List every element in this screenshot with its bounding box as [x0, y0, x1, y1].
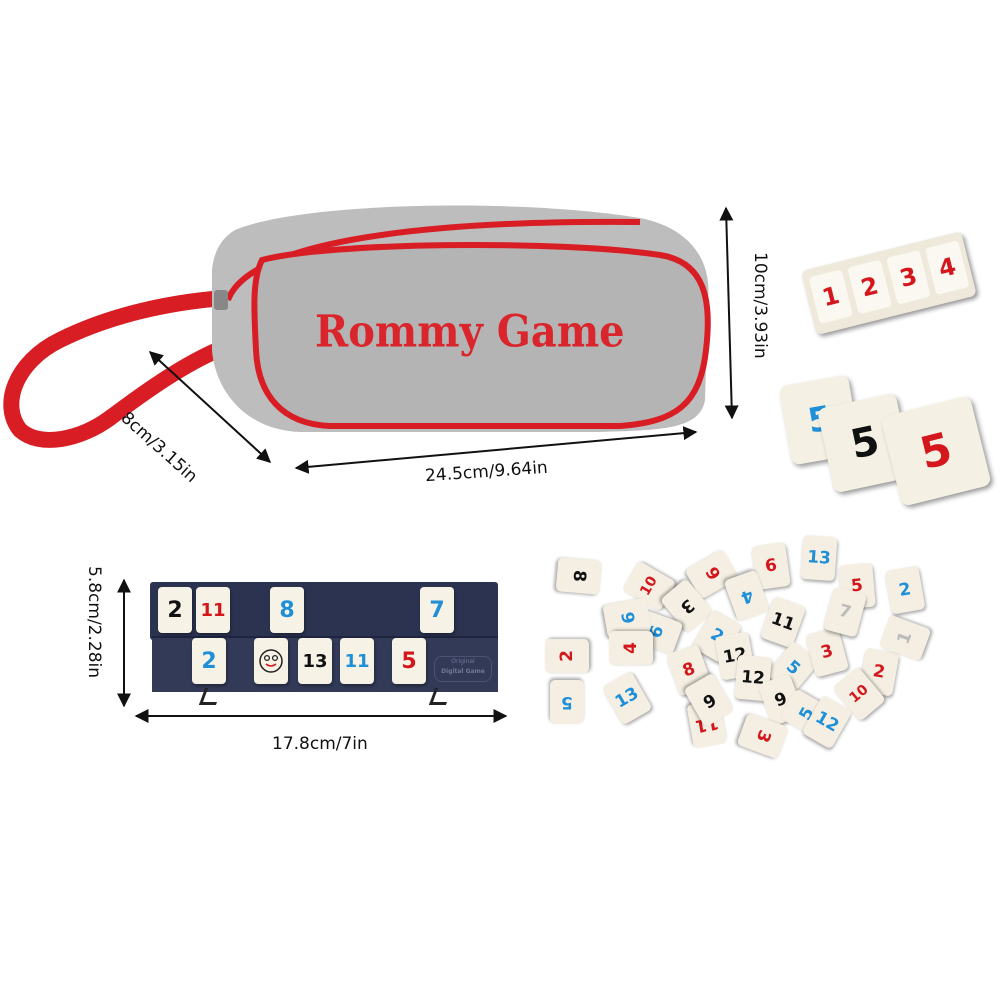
- pile-tile: 4: [609, 631, 653, 665]
- pile-tile: 7: [822, 586, 868, 638]
- pile-tile: 13: [601, 670, 653, 726]
- pile-tile: 13: [800, 534, 838, 582]
- bag-front-panel: [251, 242, 711, 429]
- rack-top-tile-2: 2: [158, 587, 192, 633]
- bag-strap: [3, 290, 238, 448]
- bag-illustration: [3, 205, 711, 448]
- length-arrow: [294, 426, 698, 474]
- rack-logo-line1: Original: [451, 658, 475, 665]
- bag-height-label: 10cm/3.93in: [750, 252, 770, 359]
- rack-bottom-tile-13: 13: [298, 638, 332, 684]
- depth-arrow: [148, 351, 272, 463]
- five-tile-red-number: 5: [914, 422, 958, 480]
- rack-bottom-tile-5: 5: [392, 638, 426, 684]
- rack-logo-line2: Digital Game: [441, 668, 485, 675]
- height-arrow: [719, 206, 739, 420]
- rack-top-tile-7: 7: [420, 587, 454, 633]
- pile-tile: 8: [555, 557, 603, 595]
- rack-top-tile-8: 8: [270, 587, 304, 633]
- rack-bottom-tile-2: 2: [192, 638, 226, 684]
- rack-logo: Original Digital Game: [434, 656, 492, 682]
- rack-height-label: 5.8cm/2.28in: [84, 566, 104, 679]
- tile-pile: 13 6 8 10 9 4 5 2 3 6 9 11 2 12 4 5 8 12…: [540, 530, 980, 770]
- zipper-pull: [214, 290, 228, 310]
- five-tile-black-number: 5: [846, 417, 884, 469]
- smiley-face-icon: [259, 649, 283, 673]
- rack-bottom-tile-11: 11: [340, 638, 374, 684]
- bag-image: Rommy Game: [0, 190, 720, 490]
- rack-length-label: 17.8cm/7in: [272, 734, 368, 754]
- rack-top-tile-11: 11: [196, 587, 230, 633]
- pile-tile: 2: [884, 565, 926, 615]
- pile-tile: 2: [545, 639, 589, 673]
- tile-rack: 2 11 8 7 2 13 11 5 Original Digital Game: [150, 582, 500, 705]
- bag-brand-text: Rommy Game: [315, 305, 625, 358]
- pile-tile: 5: [550, 680, 584, 724]
- bag-zipper: [225, 218, 641, 302]
- rack-joker-tile: [254, 638, 288, 684]
